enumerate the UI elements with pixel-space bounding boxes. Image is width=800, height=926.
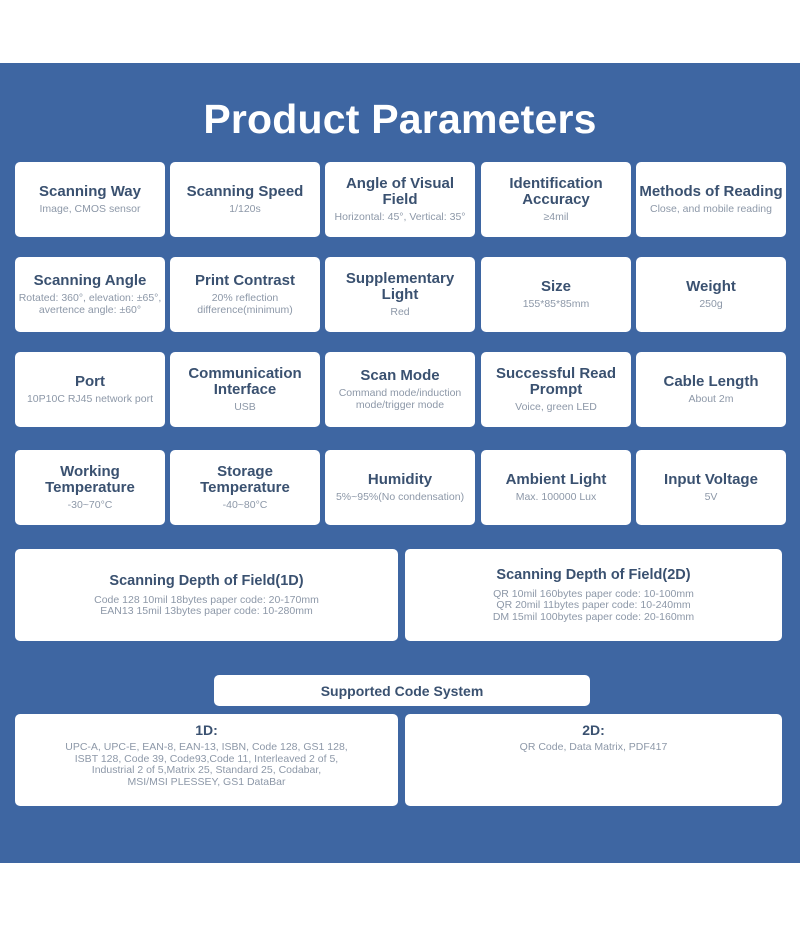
parameter-value: 10P10C RJ45 network port — [26, 393, 154, 405]
parameter-card: Identification Accuracy ≥4mil — [481, 162, 631, 237]
code-system-1d-card: 1D: UPC-A, UPC-E, EAN-8, EAN-13, ISBN, C… — [15, 714, 398, 806]
parameter-name: Scan Mode — [360, 367, 440, 384]
code-system-2d-card: 2D: QR Code, Data Matrix, PDF417 — [405, 714, 782, 806]
code-system-1d-line: Industrial 2 of 5,Matrix 25, Standard 25… — [91, 764, 322, 776]
supported-code-system-heading: Supported Code System — [214, 675, 590, 706]
parameter-value: Image, CMOS sensor — [39, 203, 141, 215]
parameter-value: 250g — [699, 298, 723, 310]
depth-of-field-2d-line: DM 15mil 100bytes paper code: 20-160mm — [492, 610, 695, 623]
parameter-card: Print Contrast 20% reflection difference(… — [170, 257, 320, 332]
parameter-name: Scanning Way — [39, 183, 141, 200]
parameter-name: Angle of Visual Field — [345, 175, 455, 208]
depth-of-field-1d-line: EAN13 15mil 13bytes paper code: 10-280mm — [100, 605, 313, 617]
parameter-card: Scanning Speed 1/120s — [170, 162, 320, 237]
parameter-name: Working Temperature — [45, 463, 135, 496]
parameter-value: 5V — [704, 491, 718, 503]
parameter-name: Storage Temperature — [200, 463, 290, 496]
parameter-card: Working Temperature -30~70°C — [15, 450, 165, 525]
parameter-value: USB — [234, 401, 256, 413]
parameter-value: Horizontal: 45°, Vertical: 35° — [334, 211, 466, 223]
parameter-name: Supplementary Light — [345, 270, 455, 303]
parameter-name: Communication Interface — [188, 365, 302, 398]
parameter-name: Print Contrast — [194, 272, 295, 289]
parameter-name: Methods of Reading — [639, 183, 783, 200]
depth-of-field-1d-line: Code 128 10mil 18bytes paper code: 20-17… — [94, 593, 319, 606]
parameter-name: Ambient Light — [505, 471, 607, 488]
parameter-value: Voice, green LED — [515, 401, 597, 413]
parameter-card: Weight 250g — [636, 257, 786, 332]
parameter-card: Input Voltage 5V — [636, 450, 786, 525]
parameter-name: Weight — [686, 278, 736, 295]
parameter-name: Humidity — [367, 471, 433, 488]
code-system-1d-line: ISBT 128, Code 39, Code93,Code 11, Inter… — [74, 752, 339, 765]
code-system-1d-line: UPC-A, UPC-E, EAN-8, EAN-13, ISBN, Code … — [65, 741, 348, 753]
parameter-name: Input Voltage — [664, 471, 758, 488]
parameter-value: Max. 100000 Lux — [515, 491, 597, 503]
parameter-name: Successful Read Prompt — [495, 365, 617, 398]
parameter-card: Port 10P10C RJ45 network port — [15, 352, 165, 427]
parameter-value: 1/120s — [229, 203, 261, 215]
page-title: Product Parameters — [203, 96, 597, 142]
parameter-name: Scanning Speed — [186, 183, 304, 200]
parameter-value: Close, and mobile reading — [650, 203, 772, 215]
parameter-value: Rotated: 360°, elevation: ±65°, avertenc… — [18, 292, 162, 316]
parameter-value: 5%~95%(No condensation) — [335, 491, 465, 503]
parameter-value: Command mode/induction mode/trigger mode — [338, 387, 462, 411]
parameter-name: Size — [540, 278, 571, 295]
parameter-name: Identification Accuracy — [509, 175, 603, 208]
code-system-1d-line: MSI/MSI PLESSEY, GS1 DataBar — [127, 775, 286, 788]
parameter-value: About 2m — [688, 393, 734, 405]
depth-of-field-1d-card: Scanning Depth of Field(1D) Code 128 10m… — [15, 549, 398, 641]
depth-of-field-2d-card: Scanning Depth of Field(2D) QR 10mil 160… — [405, 549, 782, 641]
parameter-value: ≥4mil — [543, 211, 569, 223]
code-system-2d-line: QR Code, Data Matrix, PDF417 — [519, 741, 668, 753]
depth-of-field-1d-heading: Scanning Depth of Field(1D) — [109, 572, 304, 589]
parameter-value: Red — [390, 306, 410, 318]
parameter-value: -30~70°C — [67, 499, 113, 511]
parameter-card: Humidity 5%~95%(No condensation) — [325, 450, 475, 525]
code-system-2d-heading: 2D: — [582, 722, 605, 738]
parameter-value: 20% reflection difference(minimum) — [197, 292, 293, 316]
depth-of-field-2d-line: QR 20mil 11bytes paper code: 10-240mm — [496, 599, 691, 612]
parameter-value: 155*85*85mm — [522, 298, 590, 310]
depth-of-field-2d-line: QR 10mil 160bytes paper code: 10-100mm — [493, 587, 694, 600]
parameter-name: Scanning Angle — [33, 272, 147, 289]
parameter-name: Cable Length — [663, 373, 759, 390]
parameter-name: Port — [75, 373, 105, 390]
parameter-card: Size 155*85*85mm — [481, 257, 631, 332]
depth-of-field-2d-heading: Scanning Depth of Field(2D) — [496, 566, 691, 583]
code-system-1d-heading: 1D: — [195, 722, 218, 738]
parameter-card: Storage Temperature -40~80°C — [170, 450, 320, 525]
parameter-value: -40~80°C — [222, 499, 268, 511]
